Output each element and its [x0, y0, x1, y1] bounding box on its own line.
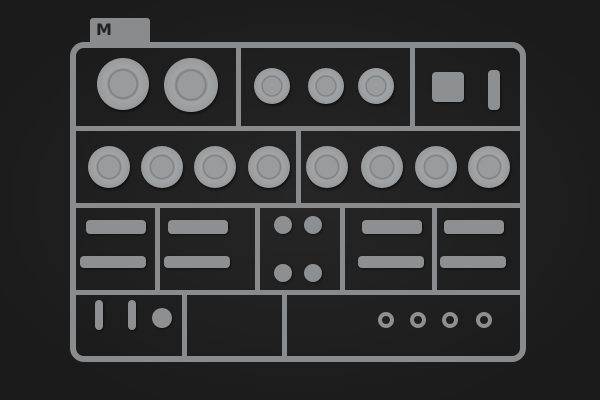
suspension-arm [444, 220, 504, 234]
sprocket [97, 58, 149, 110]
runner [432, 206, 437, 292]
runner [282, 292, 287, 358]
sprocket [164, 58, 218, 112]
sprue-frame [70, 42, 526, 362]
sprue-letter: M [96, 20, 112, 39]
runner [255, 206, 260, 292]
road-wheel [415, 146, 457, 188]
link-part [128, 300, 136, 330]
suspension-bracket [358, 256, 424, 268]
washer [442, 312, 458, 328]
suspension-arm [362, 220, 422, 234]
road-wheel [194, 146, 236, 188]
washer [410, 312, 426, 328]
sprue-tag: M [90, 18, 150, 46]
hub [274, 216, 292, 234]
suspension-bracket [164, 256, 230, 268]
road-wheel [306, 146, 348, 188]
idler [358, 68, 394, 104]
idler [308, 68, 344, 104]
runner [72, 290, 524, 295]
road-wheel [141, 146, 183, 188]
runner [410, 44, 415, 128]
idler [254, 68, 290, 104]
runner [296, 128, 301, 206]
dome-part [152, 308, 172, 328]
runner [182, 292, 187, 358]
drum-part [432, 72, 464, 102]
link-part [95, 300, 103, 330]
road-wheel [468, 146, 510, 188]
washer [378, 312, 394, 328]
suspension-arm [168, 220, 228, 234]
small-part [488, 70, 500, 110]
hub [274, 264, 292, 282]
runner [155, 206, 160, 292]
runner [340, 206, 345, 292]
suspension-bracket [80, 256, 146, 268]
road-wheel [248, 146, 290, 188]
road-wheel [88, 146, 130, 188]
road-wheel [361, 146, 403, 188]
suspension-arm [86, 220, 146, 234]
suspension-bracket [440, 256, 506, 268]
washer [476, 312, 492, 328]
hub [304, 264, 322, 282]
hub [304, 216, 322, 234]
runner [236, 44, 241, 128]
